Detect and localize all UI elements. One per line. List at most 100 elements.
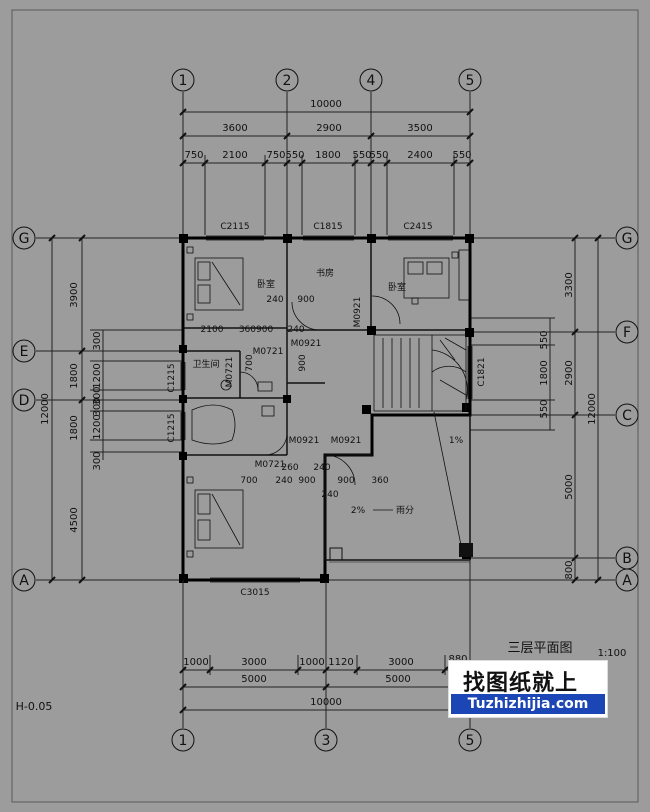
dim-int-900c: 900 xyxy=(298,476,315,486)
window-openings xyxy=(180,235,473,583)
dim-int-360: 360 xyxy=(371,476,388,486)
dim-int-360900: 360900 xyxy=(239,325,274,335)
bottom-axis-bubbles xyxy=(171,728,482,752)
door-label-m0921a: M0921 xyxy=(291,339,322,349)
top-dimension-ticks xyxy=(179,108,474,167)
dim-right-5000: 5000 xyxy=(564,474,575,499)
drawing-scale: 1:100 xyxy=(598,648,627,659)
dim-bot-3000a: 3000 xyxy=(241,657,266,668)
axis-top-5: 5 xyxy=(466,73,475,89)
side-axis-bubbles xyxy=(12,226,639,592)
window-label-c1815: C1815 xyxy=(313,222,342,232)
axis-right-G: G xyxy=(622,231,633,247)
dim-top-550c: 550 xyxy=(369,150,388,161)
door-label-m0921d: M0921 xyxy=(331,436,362,446)
staircase xyxy=(373,334,468,412)
dim-bot-1120: 1120 xyxy=(328,657,353,668)
dim-right-2900: 2900 xyxy=(564,360,575,385)
dim-int-900d: 900 xyxy=(337,476,354,486)
window-label-c2115: C2115 xyxy=(220,222,249,232)
door-label-m0721a: M0721 xyxy=(253,347,284,357)
drawing-border xyxy=(11,9,639,803)
dim-top-550b: 550 xyxy=(352,150,371,161)
dim-left-1800a: 1800 xyxy=(69,363,80,388)
slope-label-2pct: 2% xyxy=(351,506,366,516)
door-label-m0921b: M0921 xyxy=(353,297,363,328)
dim-int-700a: 700 xyxy=(245,354,255,371)
dim-top-1800: 1800 xyxy=(315,150,340,161)
dim-top-2900: 2900 xyxy=(316,123,341,134)
slope-line xyxy=(433,411,463,551)
dim-bot-3000b: 3000 xyxy=(388,657,413,668)
dim-bot-880: 880 xyxy=(448,654,467,665)
watermark-badge: 找图纸就上 Tuzhizhijia.com xyxy=(448,660,608,718)
exterior-walls xyxy=(181,236,472,582)
dim-left-12000: 12000 xyxy=(40,393,51,425)
dim-left-3900: 3900 xyxy=(69,282,80,307)
right-dimension-lines xyxy=(470,238,599,580)
room-label-study: 书房 xyxy=(316,267,334,279)
axis-right-B: B xyxy=(622,551,632,567)
dim-right-800: 800 xyxy=(564,560,575,579)
dim-top-2400: 2400 xyxy=(407,150,432,161)
window-label-c1821: C1821 xyxy=(477,357,487,386)
axis-top-2: 2 xyxy=(283,73,292,89)
window-label-c3015: C3015 xyxy=(240,588,269,598)
dim-left-300c: 300 xyxy=(92,397,103,416)
door-label-m0721c: M0721 xyxy=(255,460,286,470)
slope-label-1pct: 1% xyxy=(449,436,464,446)
axis-right-C: C xyxy=(622,408,632,424)
level-note: H-0.05 xyxy=(16,700,53,713)
dim-bot-5000a: 5000 xyxy=(241,674,266,685)
exit-marker xyxy=(329,543,473,561)
dim-int-240c: 240 xyxy=(313,463,330,473)
dim-top-3500: 3500 xyxy=(407,123,432,134)
dim-left-4500: 4500 xyxy=(69,507,80,532)
top-axis-bubbles xyxy=(171,68,482,92)
dim-right-3300: 3300 xyxy=(564,272,575,297)
axis-left-G: G xyxy=(19,231,30,247)
dim-top-3600: 3600 xyxy=(222,123,247,134)
dim-left-300d: 300 xyxy=(92,451,103,470)
left-dimension-lines xyxy=(51,238,183,580)
axis-right-A: A xyxy=(622,573,632,589)
watermark-url: Tuzhizhijia.com xyxy=(451,694,605,714)
dim-left-1800b: 1800 xyxy=(69,415,80,440)
axis-top-4: 4 xyxy=(367,73,376,89)
door-label-m0721b: M0721 xyxy=(225,357,235,388)
axis-bottom-3: 3 xyxy=(322,733,331,749)
drawing-title: 三层平面图 xyxy=(507,641,572,656)
top-dimension-lines xyxy=(182,92,471,240)
window-label-c2415: C2415 xyxy=(403,222,432,232)
dim-top-550d: 550 xyxy=(452,150,471,161)
dim-int-900a: 900 xyxy=(297,295,314,305)
dim-int-700b: 700 xyxy=(240,476,257,486)
dim-top-750a: 750 xyxy=(184,150,203,161)
left-dimension-ticks xyxy=(48,234,86,584)
dim-right-550b: 550 xyxy=(539,399,550,418)
dim-int-240d: 240 xyxy=(275,476,292,486)
dim-int-240a: 240 xyxy=(266,295,283,305)
structural-columns xyxy=(179,234,474,583)
axis-bottom-1: 1 xyxy=(179,733,188,749)
axis-left-D: D xyxy=(19,393,30,409)
bed-furniture xyxy=(186,246,470,558)
right-dimension-ticks xyxy=(571,234,602,584)
dim-bot-1000b: 1000 xyxy=(299,657,324,668)
watermark-cn-text: 找图纸就上 xyxy=(463,671,579,696)
dim-left-1200a: 1200 xyxy=(92,363,103,388)
dim-int-240e: 240 xyxy=(321,490,338,500)
dim-right-12000: 12000 xyxy=(587,393,598,425)
dim-left-300a: 300 xyxy=(92,331,103,350)
dim-right-550a: 550 xyxy=(539,330,550,349)
dim-right-1800: 1800 xyxy=(539,360,550,385)
slope-label-drain: 雨分 xyxy=(396,505,414,516)
dim-int-240b: 240 xyxy=(287,325,304,335)
room-label-bedroom2: 卧室 xyxy=(388,281,406,293)
door-swings xyxy=(239,295,401,486)
dim-int-900b: 900 xyxy=(298,354,308,371)
dim-top-750b: 750 xyxy=(266,150,285,161)
dim-bot-5000b: 5000 xyxy=(385,674,410,685)
